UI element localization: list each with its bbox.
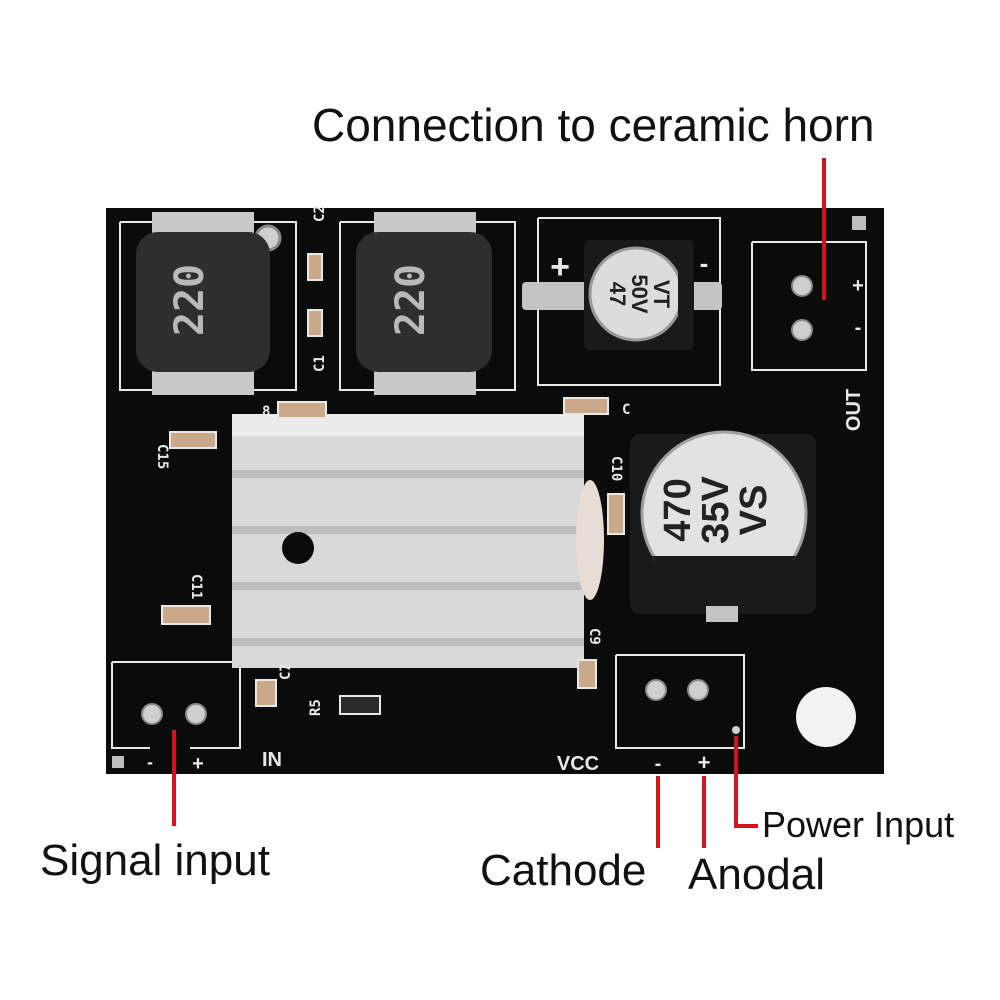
svg-text:R5: R5 <box>308 699 324 716</box>
svg-text:VT: VT <box>649 280 674 309</box>
leader-lines <box>172 158 826 848</box>
svg-text:+: + <box>852 275 864 297</box>
svg-text:+: + <box>550 248 570 286</box>
svg-text:8: 8 <box>262 404 270 420</box>
svg-text:35V: 35V <box>695 476 737 544</box>
callout-ceramic-horn: Connection to ceramic horn <box>312 99 875 151</box>
heatsink <box>232 414 604 668</box>
svg-text:C15: C15 <box>154 444 170 469</box>
svg-text:+: + <box>192 753 204 775</box>
mounting-hole-bottom <box>796 687 856 747</box>
svg-text:VCC: VCC <box>557 753 599 775</box>
callout-signal-input: Signal input <box>40 836 270 885</box>
callout-power-input: Power Input <box>762 804 955 845</box>
inductor-left: 220 <box>136 212 270 395</box>
svg-text:-: - <box>147 752 153 772</box>
svg-text:OUT: OUT <box>843 389 865 431</box>
svg-text:C11: C11 <box>188 574 204 599</box>
svg-text:C10: C10 <box>608 456 624 481</box>
svg-text:50V: 50V <box>627 274 652 313</box>
svg-text:C2: C2 <box>312 205 328 222</box>
svg-text:IN: IN <box>262 749 282 771</box>
smd-components <box>161 253 625 715</box>
svg-text:+: + <box>698 750 711 775</box>
silkscreen-designators: C2 C1 8 C C15 C10 C11 C9 C7 R5 <box>154 205 630 716</box>
callout-anodal: Anodal <box>688 850 826 899</box>
svg-text:-: - <box>700 248 709 278</box>
svg-text:-: - <box>855 317 862 339</box>
corner-pad-bottom-left <box>112 756 124 768</box>
signal-input-connector: - + IN <box>141 703 282 775</box>
callout-cathode: Cathode <box>480 846 647 895</box>
svg-text:220: 220 <box>388 264 434 336</box>
svg-text:470: 470 <box>657 478 699 541</box>
svg-text:C: C <box>622 402 630 418</box>
large-capacitor: 470 35V VS <box>630 430 816 622</box>
svg-text:-: - <box>655 753 662 775</box>
leader-power <box>734 736 758 828</box>
svg-text:47: 47 <box>605 282 630 306</box>
svg-text:VS: VS <box>733 485 775 536</box>
output-connector: + - OUT <box>791 275 865 431</box>
svg-text:C1: C1 <box>312 355 328 372</box>
svg-text:C9: C9 <box>586 628 602 645</box>
svg-text:C7: C7 <box>278 663 294 680</box>
corner-pad-top-right <box>852 216 866 230</box>
power-input-connector: VCC - + <box>557 679 740 775</box>
small-capacitor: 47 50V VT + - <box>522 240 722 350</box>
svg-text:220: 220 <box>167 264 213 336</box>
inductor-right: 220 <box>356 212 492 395</box>
